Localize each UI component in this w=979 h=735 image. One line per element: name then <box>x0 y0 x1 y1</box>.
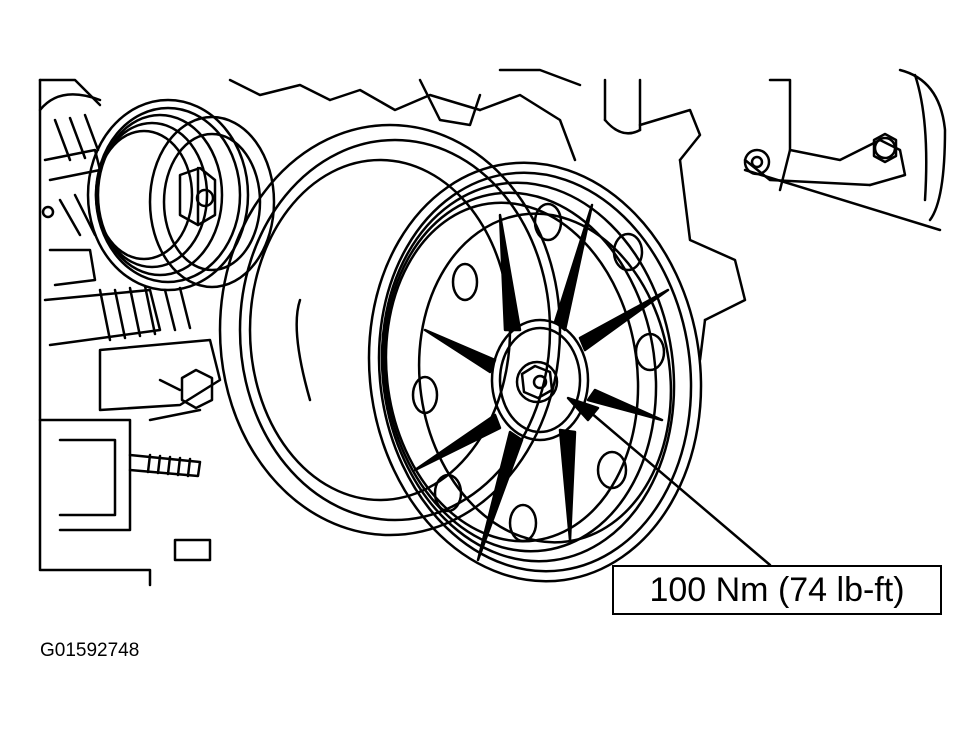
engine-block-outline <box>38 68 947 587</box>
stud-bolt <box>128 368 214 562</box>
alternator-housing <box>38 93 192 347</box>
figure-id-label: G01592748 <box>40 640 140 661</box>
arrow-head-icon <box>566 396 600 422</box>
torque-spec-callout: 100 Nm (74 lb-ft) <box>612 565 942 615</box>
callout-leader <box>566 396 772 567</box>
idler-pulley <box>86 98 276 292</box>
torque-spec-label: 100 Nm (74 lb-ft) <box>649 570 905 609</box>
crankshaft-pulley <box>367 161 703 583</box>
